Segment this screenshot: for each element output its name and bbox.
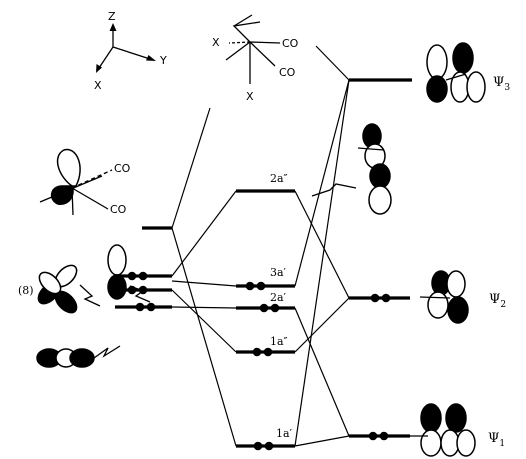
right-fragment-levels: Ψ3 Ψ2 Ψ1 — [349, 75, 510, 449]
fragment-x-bottom: X — [246, 90, 254, 103]
electron-pair — [127, 271, 148, 281]
electron-pair — [259, 303, 280, 313]
label-psi3: Ψ3 — [493, 75, 510, 93]
electron-pair — [370, 293, 391, 303]
psi3-orbital-sketch — [426, 42, 486, 103]
fragment-x-left: X — [212, 36, 220, 49]
label-2a-dprime: 2a″ — [270, 172, 288, 185]
fragment-co-top: CO — [282, 37, 299, 50]
label-psi1: Ψ1 — [488, 431, 505, 449]
left-fragment-sketch: CO CO — [39, 148, 131, 216]
compound-label: (8) — [18, 284, 34, 297]
axis-y-label: Y — [159, 54, 167, 67]
label-2a-prime: 2a′ — [270, 291, 287, 304]
psi2-orbital-sketch — [419, 270, 469, 324]
left-fragment-levels — [115, 226, 172, 312]
electron-pair — [368, 431, 389, 441]
electron-pair — [135, 302, 156, 312]
label-3a-prime: 3a′ — [270, 266, 287, 279]
label-1a-dprime: 1a″ — [270, 335, 288, 348]
complex-levels: 2a″ 3a′ 2a′ 1a″ 1a′ — [236, 172, 295, 451]
electron-pair — [252, 347, 273, 357]
fragment-co-left-top: CO — [114, 162, 131, 175]
axis-z-label: Z — [108, 10, 116, 23]
coordinate-axes: Z Y X — [94, 10, 167, 92]
label-1a-prime: 1a′ — [276, 427, 293, 440]
electron-pair — [253, 441, 274, 451]
right-middle-orbital-sketches — [311, 123, 392, 215]
top-fragment-sketch: X CO CO X — [212, 14, 299, 103]
fragment-co-left-bottom: CO — [110, 203, 127, 216]
fragment-co-upper: CO — [279, 66, 296, 79]
correlation-lines — [171, 45, 350, 447]
axis-x-label: X — [94, 79, 102, 92]
psi1-orbital-sketch — [405, 403, 476, 457]
electron-pair — [245, 281, 266, 291]
label-psi2: Ψ2 — [489, 292, 506, 310]
fragment-orbital-sketches — [36, 244, 151, 368]
electron-pair — [127, 285, 148, 295]
